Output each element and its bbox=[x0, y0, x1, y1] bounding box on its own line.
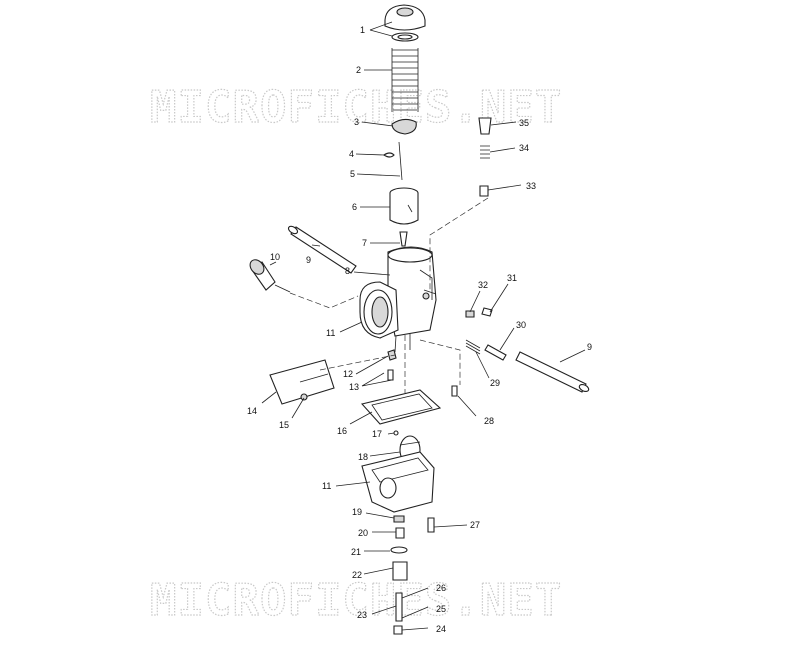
callout-31: 31 bbox=[507, 273, 517, 283]
callout-7: 7 bbox=[362, 238, 367, 248]
part-20 bbox=[395, 527, 405, 539]
callout-22: 22 bbox=[352, 570, 362, 580]
dash-line-left bbox=[289, 292, 359, 309]
part-main-jet-23 bbox=[395, 592, 403, 622]
callout-11-body: 11 bbox=[326, 328, 335, 338]
part-o-ring-21 bbox=[390, 546, 408, 554]
part-needle-jet bbox=[399, 231, 408, 247]
callout-25: 25 bbox=[436, 604, 446, 614]
callout-5: 5 bbox=[350, 169, 355, 179]
part-fitting-12 bbox=[387, 349, 397, 361]
callout-9-left: 9 bbox=[306, 255, 311, 265]
part-31 bbox=[481, 307, 493, 317]
callout-13: 13 bbox=[349, 382, 359, 392]
part-screw-30 bbox=[484, 344, 507, 361]
callout-34: 34 bbox=[519, 143, 529, 153]
callout-16: 16 bbox=[337, 426, 347, 436]
callout-20: 20 bbox=[358, 528, 368, 538]
part-vent-tube-left bbox=[287, 225, 357, 274]
callout-2: 2 bbox=[356, 65, 361, 75]
callout-28: 28 bbox=[484, 416, 494, 426]
callout-1: 1 bbox=[360, 25, 365, 35]
part-spring bbox=[391, 48, 419, 112]
part-cap bbox=[384, 4, 426, 42]
callout-3: 3 bbox=[354, 117, 359, 127]
callout-32: 32 bbox=[478, 280, 488, 290]
callout-9-right: 9 bbox=[587, 342, 592, 352]
callout-4: 4 bbox=[349, 149, 354, 159]
leader-lines bbox=[261, 21, 586, 631]
watermark-bottom: MICROFICHES.NET bbox=[150, 575, 562, 626]
callout-12: 12 bbox=[343, 369, 353, 379]
part-spring-29 bbox=[465, 339, 481, 355]
part-vent-tube-right bbox=[515, 351, 590, 393]
callout-6: 6 bbox=[352, 202, 357, 212]
part-32 bbox=[465, 310, 475, 318]
dash-line-bracket bbox=[319, 354, 396, 371]
part-plug-connector bbox=[249, 259, 291, 293]
part-spring-34 bbox=[480, 145, 490, 159]
part-carburetor-body bbox=[359, 246, 437, 353]
callout-10: 10 bbox=[270, 252, 280, 262]
callout-18: 18 bbox=[358, 452, 368, 462]
callout-24: 24 bbox=[436, 624, 446, 634]
part-e-clip bbox=[383, 152, 395, 158]
callout-21: 21 bbox=[351, 547, 361, 557]
callout-14: 14 bbox=[247, 406, 257, 416]
callout-17: 17 bbox=[372, 429, 382, 439]
part-pin-17 bbox=[393, 430, 399, 436]
callout-29: 29 bbox=[490, 378, 500, 388]
callout-33: 33 bbox=[526, 181, 536, 191]
part-retainer-plate bbox=[391, 118, 417, 135]
part-screw-28 bbox=[451, 385, 458, 397]
callout-23: 23 bbox=[357, 610, 367, 620]
part-33 bbox=[479, 185, 489, 197]
callout-35: 35 bbox=[519, 118, 529, 128]
callout-19: 19 bbox=[352, 507, 362, 517]
callout-15: 15 bbox=[279, 420, 289, 430]
callout-26: 26 bbox=[436, 583, 446, 593]
part-float-bowl-gasket bbox=[360, 389, 442, 425]
part-jet-needle bbox=[398, 141, 403, 181]
callout-11-bowl: 11 bbox=[322, 481, 331, 491]
part-float-bowl bbox=[361, 451, 435, 513]
part-24 bbox=[393, 625, 403, 635]
part-fitting-13 bbox=[387, 369, 394, 381]
part-35 bbox=[478, 117, 492, 135]
callout-8: 8 bbox=[345, 266, 350, 276]
callout-27: 27 bbox=[470, 520, 480, 530]
dash-line-28 bbox=[419, 339, 461, 385]
dash-line-top-right bbox=[429, 197, 489, 290]
part-screw-27 bbox=[427, 517, 435, 533]
part-holder-22 bbox=[392, 561, 408, 581]
callout-30: 30 bbox=[516, 320, 526, 330]
part-19 bbox=[393, 515, 405, 523]
part-bracket-plate bbox=[269, 359, 335, 405]
part-throttle-valve bbox=[389, 187, 419, 225]
